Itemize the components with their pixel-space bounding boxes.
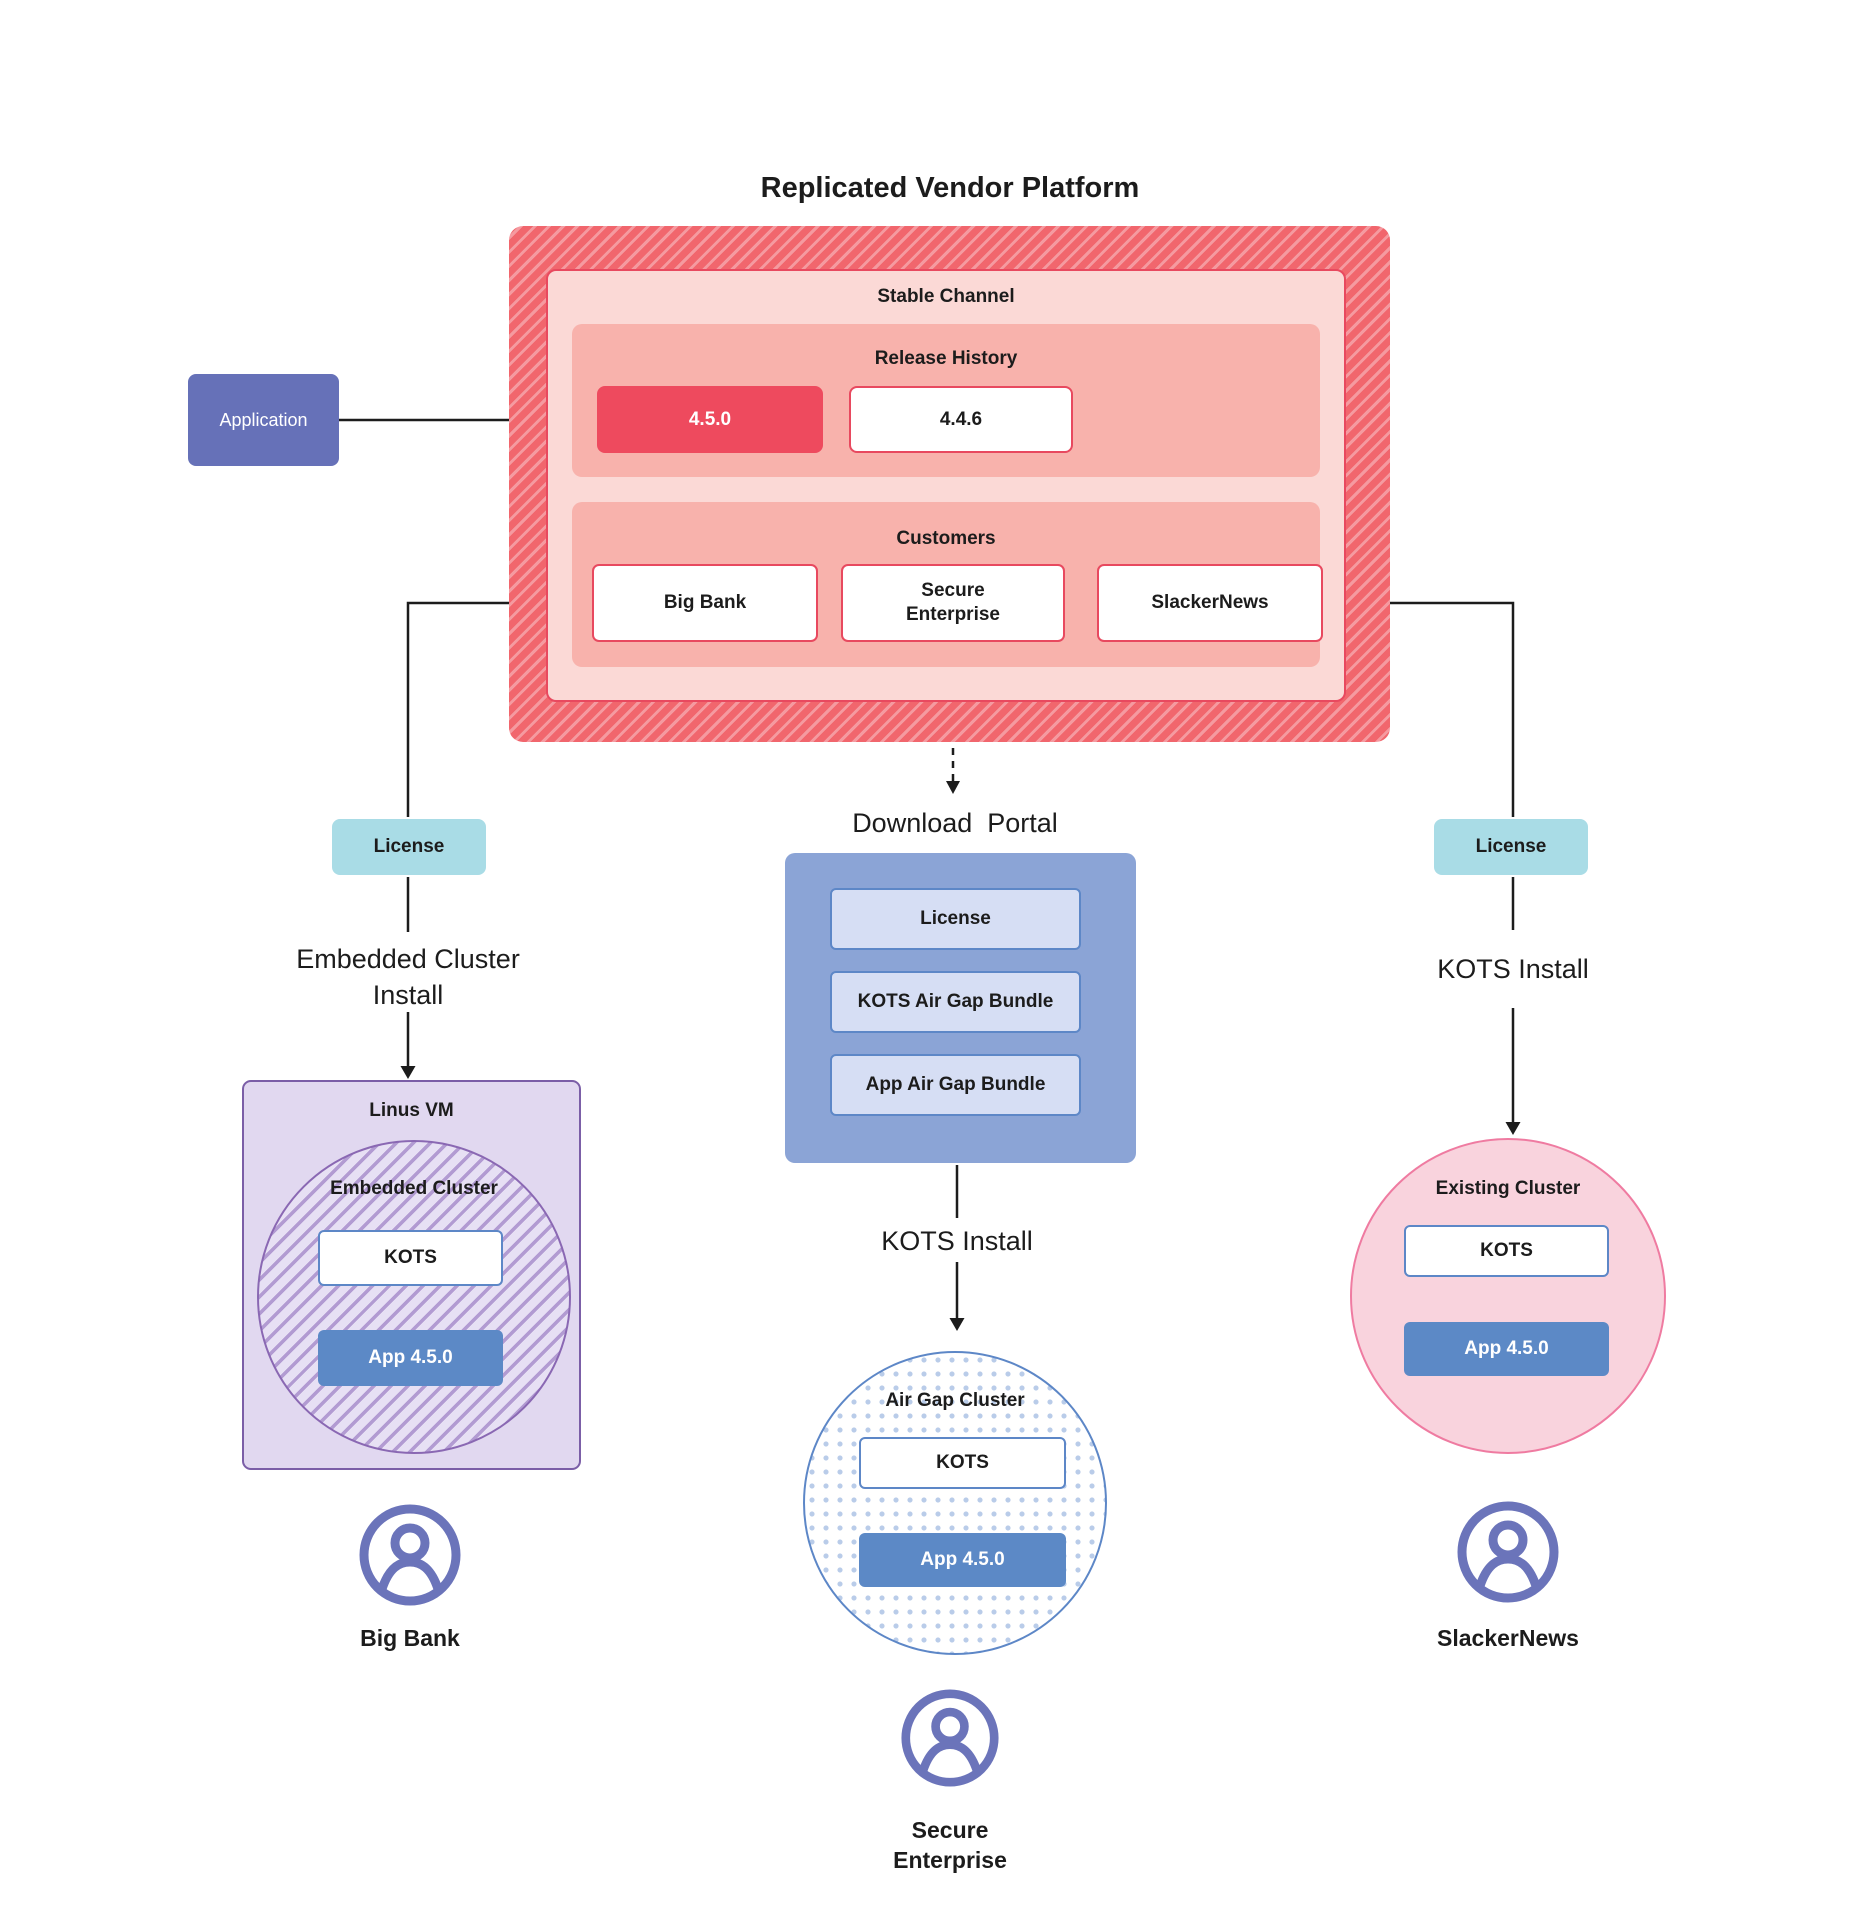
license-node-right: License <box>1434 819 1588 875</box>
diagram-title: Replicated Vendor Platform <box>760 172 1140 204</box>
portal-item-license: License <box>830 888 1081 950</box>
kots-node-middle: KOTS <box>859 1437 1066 1489</box>
license-node-left: License <box>332 819 486 875</box>
existing-cluster-label: Existing Cluster <box>1435 1178 1581 1199</box>
release-node-4-4-6: 4.4.6 <box>849 386 1073 453</box>
existing-cluster-circle <box>1350 1138 1666 1454</box>
customer-node-big-bank: Big Bank <box>592 564 818 642</box>
kots-install-label-middle: KOTS Install <box>881 1226 1033 1256</box>
kots-node-right: KOTS <box>1404 1225 1609 1277</box>
customer-name-slackernews: SlackerNews <box>1437 1625 1579 1651</box>
stable-channel-label: Stable Channel <box>877 286 1015 307</box>
release-node-4-5-0: 4.5.0 <box>597 386 823 453</box>
app-node-middle: App 4.5.0 <box>859 1533 1066 1587</box>
application-node: Application <box>188 374 339 466</box>
user-icon-secure-enterprise <box>901 1689 999 1787</box>
portal-item-kots-air-gap-bundle: KOTS Air Gap Bundle <box>830 971 1081 1033</box>
release-history-label: Release History <box>874 348 1018 369</box>
user-icon-big-bank <box>359 1504 461 1606</box>
customer-name-secure-enterprise: Secure Enterprise <box>893 1817 1007 1873</box>
app-node-right: App 4.5.0 <box>1404 1322 1609 1376</box>
kots-install-label-right: KOTS Install <box>1437 954 1589 984</box>
air-gap-cluster-circle <box>803 1351 1107 1655</box>
arrowhead <box>946 781 960 794</box>
linus-vm-label: Linus VM <box>369 1100 454 1121</box>
arrowhead <box>400 1066 416 1079</box>
user-icon-slackernews <box>1457 1501 1559 1603</box>
download-portal-title: Download Portal <box>852 808 1058 838</box>
embedded-cluster-label: Embedded Cluster <box>330 1178 498 1199</box>
arrowhead <box>1505 1122 1521 1135</box>
customers-label: Customers <box>896 528 996 549</box>
portal-item-app-air-gap-bundle: App Air Gap Bundle <box>830 1054 1081 1116</box>
customer-node-secure-enterprise: Secure Enterprise <box>841 564 1065 642</box>
arrowhead <box>949 1318 965 1331</box>
customer-node-slackernews: SlackerNews <box>1097 564 1323 642</box>
air-gap-cluster-label: Air Gap Cluster <box>885 1390 1025 1411</box>
embedded-cluster-install-label: Embedded Cluster Install <box>296 944 520 1010</box>
app-node-left: App 4.5.0 <box>318 1330 503 1386</box>
embedded-cluster-circle <box>257 1140 571 1454</box>
kots-node-left: KOTS <box>318 1230 503 1286</box>
customer-name-big-bank: Big Bank <box>360 1625 460 1651</box>
